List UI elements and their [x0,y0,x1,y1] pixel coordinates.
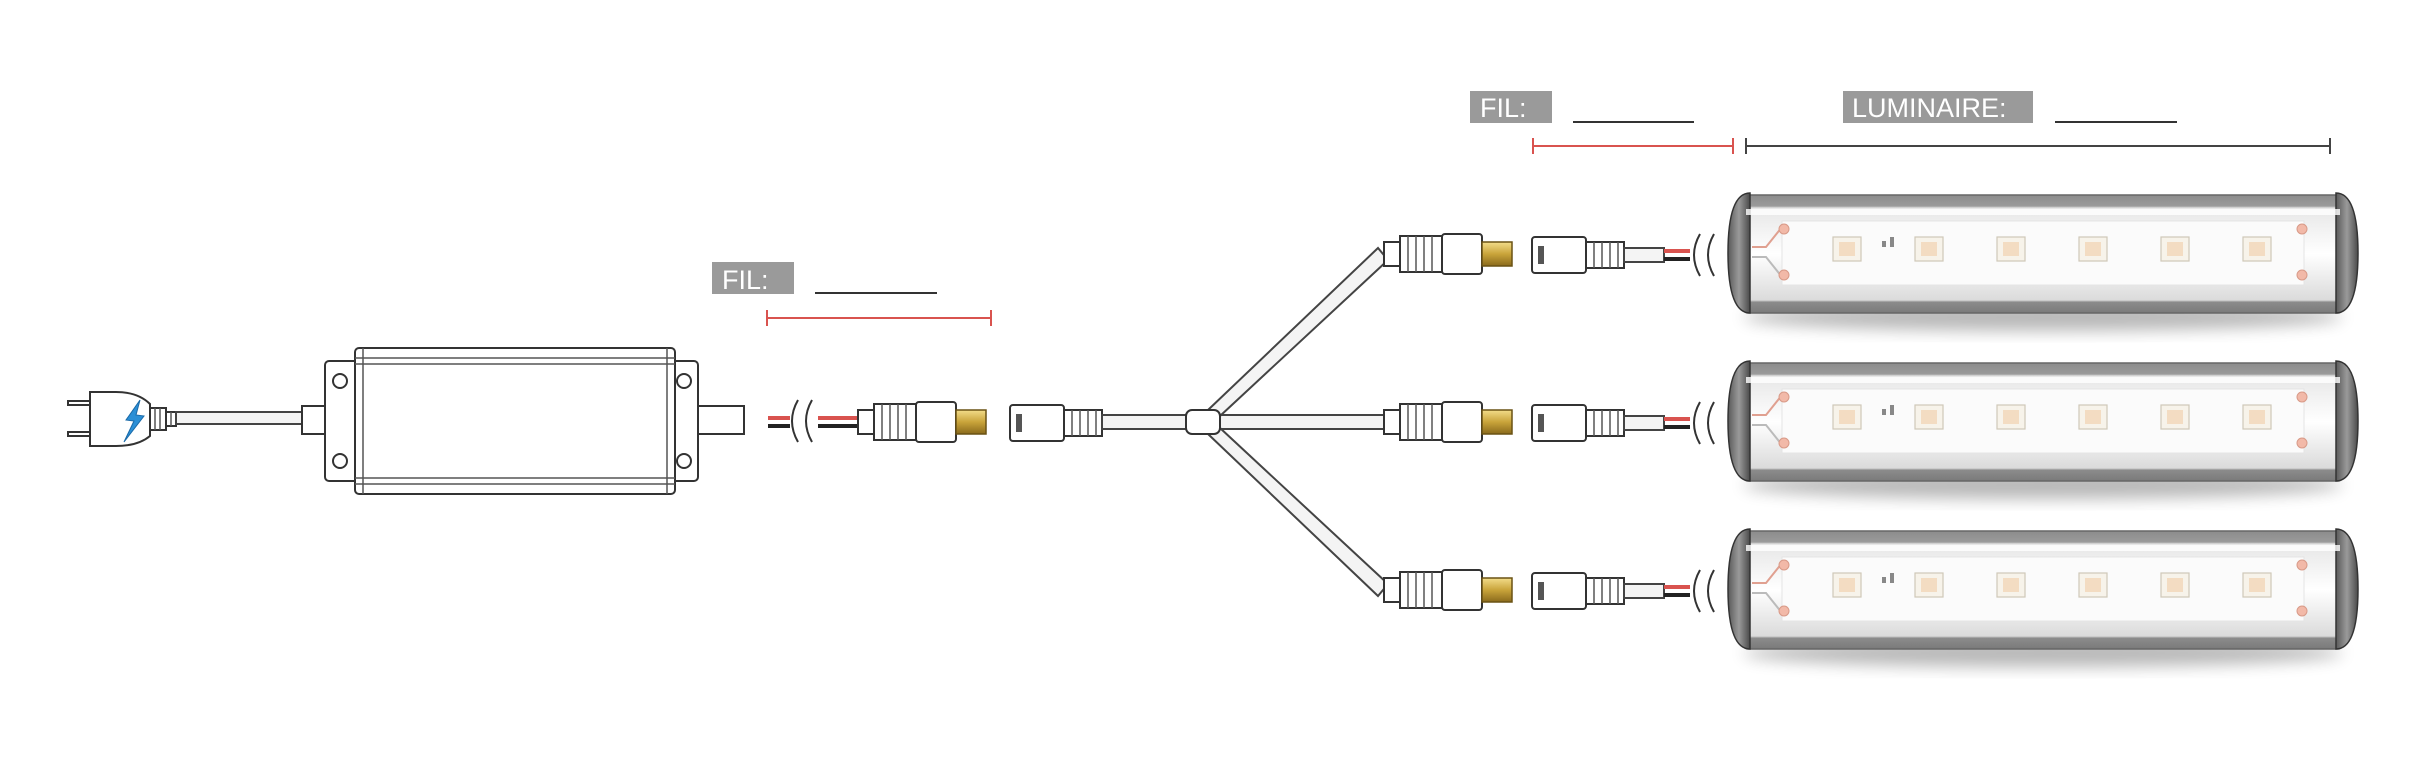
led-chip-core [1839,242,1855,256]
led-strip [1781,388,2305,454]
led-chip-core [2249,242,2265,256]
led-chip-core [2249,410,2265,424]
solder-pad [1778,223,1790,235]
led-chip-core [1921,242,1937,256]
led-chip [1996,236,2026,262]
led-light-fixture-bottom [1727,528,2359,667]
solder-pad [2296,269,2308,281]
internal-wire-red [1752,562,1783,584]
power-plug-icon [67,391,305,447]
led-chip-core [1921,410,1937,424]
fixture-label-box [1843,91,2033,123]
splitter-female-input-connector [1009,404,1103,442]
splitter-male-connector-middle [1383,401,1513,443]
resistor [1890,573,1894,583]
driver-male-dc-connector [857,401,987,443]
solder-pad [2296,559,2308,571]
led-chip-core [2003,242,2019,256]
led-chip-core [2003,578,2019,592]
wire-label-1-text: FIL: [722,265,769,295]
fixture-label: LUMINAIRE: [1843,91,2177,123]
power-supply-driver [301,347,745,495]
led-light-fixture-top [1727,192,2359,331]
internal-wire-red [1752,226,1783,248]
led-chip-core [1839,578,1855,592]
led-chip-core [2085,410,2101,424]
wire-label-2: FIL: [1470,91,1694,123]
led-chip-core [2167,410,2183,424]
resistor [1890,405,1894,415]
splitter-male-connector-bottom [1383,569,1513,611]
resistor [1882,241,1886,247]
resistor [1882,577,1886,583]
wire-2-dimension-line [1532,138,1734,154]
fixture-female-connector-middle [1531,401,1715,445]
led-strip [1781,556,2305,622]
led-strip [1781,220,2305,286]
led-chip-core [2085,578,2101,592]
solder-pad [1778,437,1790,449]
wire-label-2-box [1470,91,1552,123]
splitter-cables [1101,246,1390,598]
solder-pad [2296,437,2308,449]
lightning-bolt-icon [123,399,145,443]
internal-wire-black [1752,256,1783,278]
internal-wire-black [1752,592,1783,614]
led-chip-core [2003,410,2019,424]
wire-label-1: FIL: [712,262,937,295]
resistor [1882,409,1886,415]
led-chip-core [2249,578,2265,592]
fixture-end-cap-left [1727,360,1751,482]
solder-pad [2296,605,2308,617]
fixture-dimension-line [1745,138,2331,154]
wire-label-1-box [712,262,794,294]
led-chip-core [2085,242,2101,256]
fixture-end-cap-left [1727,528,1751,650]
driver-output-wire-break [768,399,858,443]
wire-label-2-text: FIL: [1480,93,1527,123]
fixture-female-connector-top [1531,233,1715,277]
wire-1-dimension-line [766,310,992,326]
fixture-end-cap-right [2335,192,2359,314]
led-chip-core [2167,578,2183,592]
resistor [1890,237,1894,247]
solder-pad [2296,223,2308,235]
splitter-male-connector-top [1383,233,1513,275]
solder-pad [1778,559,1790,571]
fixture-end-cap-left [1727,192,1751,314]
fixture-label-text: LUMINAIRE: [1852,93,2007,123]
solder-pad [1778,391,1790,403]
solder-pad [1778,269,1790,281]
solder-pad [2296,391,2308,403]
diffuser-highlight [1746,377,2340,383]
diffuser-highlight [1746,209,2340,215]
led-chip [1832,236,1862,262]
internal-wire-red [1752,394,1783,416]
internal-wire-black [1752,424,1783,446]
diffuser-highlight [1746,545,2340,551]
splitter-junction [1185,409,1221,435]
fixture-end-cap-right [2335,360,2359,482]
led-chip-core [1839,410,1855,424]
led-light-fixture-middle [1727,360,2359,499]
led-chip-core [1921,578,1937,592]
solder-pad [1778,605,1790,617]
fixture-end-cap-right [2335,528,2359,650]
fixture-female-connector-bottom [1531,569,1715,613]
led-chip-core [2167,242,2183,256]
